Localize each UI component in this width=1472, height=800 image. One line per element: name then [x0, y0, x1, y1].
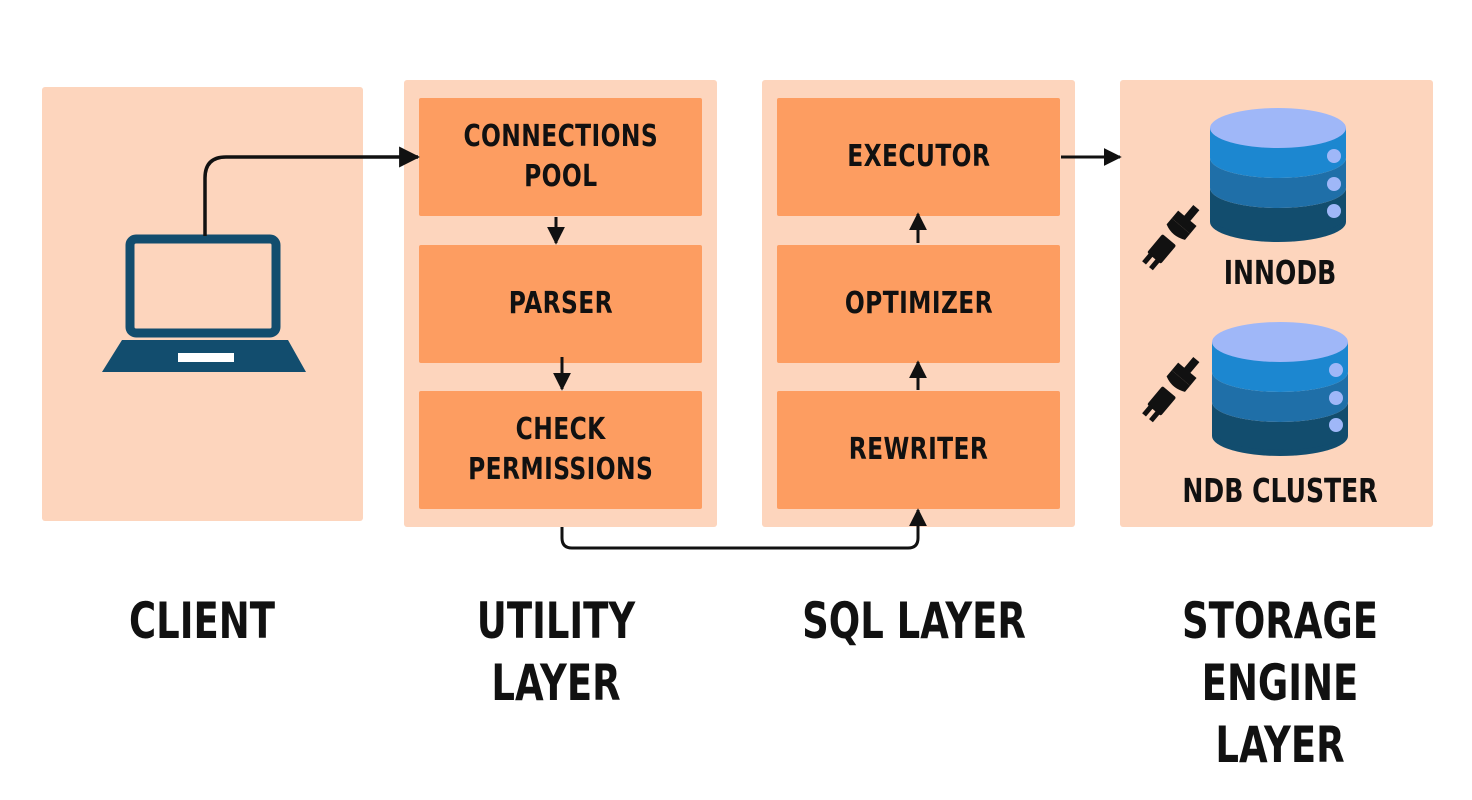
connections-pool-label: CONNECTIONS POOL [463, 119, 658, 194]
client-label: CLIENT [129, 592, 275, 650]
ndb-cluster-label: NDB CLUSTER [1182, 471, 1378, 510]
plug-icon-ndb-cluster [1142, 357, 1200, 423]
storage-engine-layer-label: STORAGE ENGINE LAYER [1181, 592, 1379, 774]
database-icon-innodb [1210, 108, 1346, 242]
utility-layer-label: UTILITY LAYER [476, 592, 636, 712]
rewriter-label: REWRITER [848, 432, 989, 467]
check-permissions-label: CHECK PERMISSIONS [467, 412, 654, 487]
rewriter-box: REWRITER [777, 391, 1060, 509]
optimizer-label: OPTIMIZER [844, 286, 993, 321]
executor-label: EXECUTOR [846, 139, 991, 174]
check-permissions-box: CHECK PERMISSIONS [419, 391, 702, 509]
innodb-label: INNODB [1223, 253, 1337, 292]
client-panel [42, 87, 363, 521]
connections-pool-box: CONNECTIONS POOL [419, 98, 702, 216]
plug-icon-innodb [1142, 205, 1200, 271]
arrow-check-permissions-to-rewriter [560, 508, 927, 550]
executor-box: EXECUTOR [777, 98, 1060, 216]
arrow-client-to-connections-pool [203, 146, 421, 236]
optimizer-box: OPTIMIZER [777, 245, 1060, 363]
sql-layer-label: SQL LAYER [802, 592, 1026, 650]
database-icon-ndb-cluster [1212, 322, 1348, 456]
laptop-icon [102, 234, 306, 372]
parser-label: PARSER [508, 286, 613, 321]
parser-box: PARSER [419, 245, 702, 363]
